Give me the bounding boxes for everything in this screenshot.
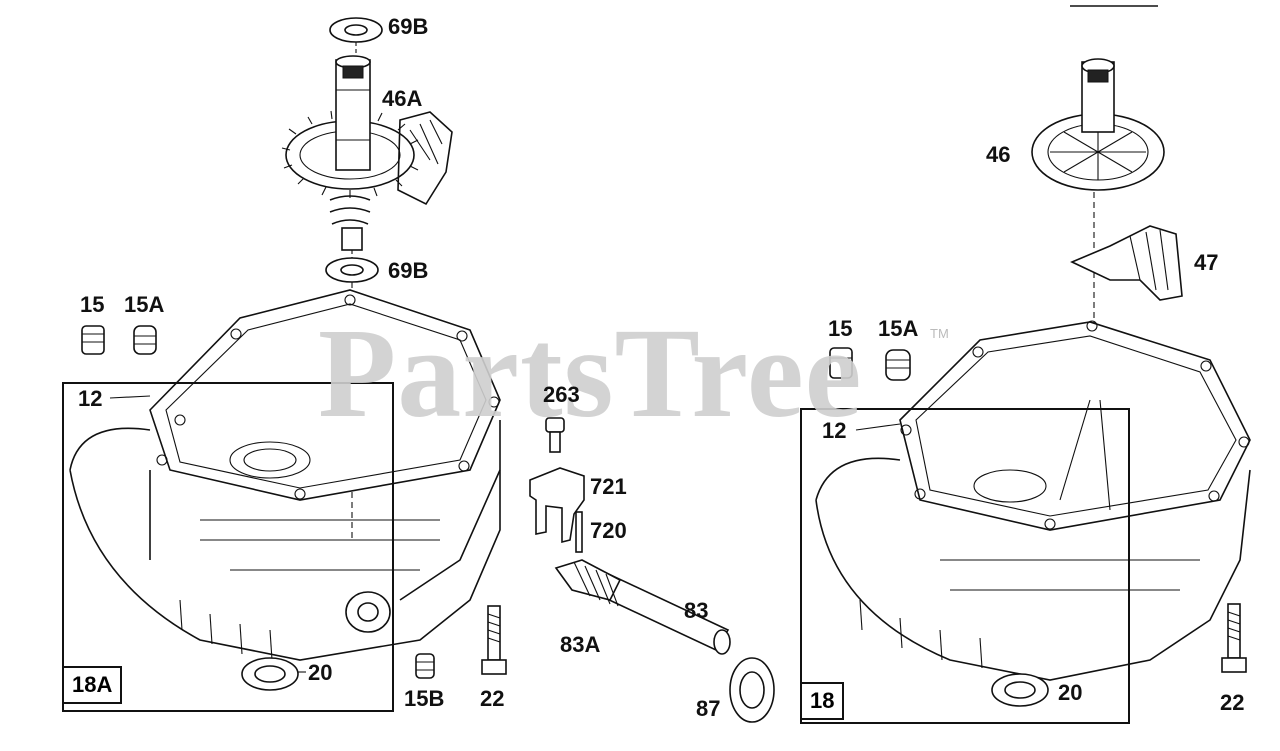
governor-47 — [1070, 225, 1183, 301]
box-label-18a: 18A — [62, 666, 123, 704]
plug-15-right — [829, 347, 853, 379]
bolt-22-left — [481, 605, 507, 675]
callout-20-right: 20 — [1058, 680, 1083, 705]
bolt-22-right — [1221, 603, 1247, 673]
plug-15a-left — [133, 325, 157, 355]
callout-46a: 46A — [382, 86, 423, 111]
callout-720: 720 — [590, 518, 627, 543]
crankcase-18 — [815, 320, 1251, 681]
cam-gear-46 — [1031, 58, 1165, 191]
callout-15a-left: 15A — [124, 292, 165, 317]
callout-721: 721 — [590, 474, 627, 499]
watermark-tm: TM — [930, 326, 949, 341]
callout-47: 47 — [1194, 250, 1219, 275]
screw-263 — [545, 417, 565, 453]
oil-seal-87 — [729, 657, 775, 723]
box-label-18: 18 — [800, 682, 845, 720]
shaft-83 — [554, 559, 731, 655]
callout-69b-top: 69B — [388, 14, 429, 39]
callout-15-right: 15 — [828, 316, 853, 341]
cam-gear-46a — [281, 55, 453, 251]
callout-15a-right: 15A — [878, 316, 919, 341]
callout-12-left: 12 — [78, 386, 103, 411]
plug-15b — [415, 653, 435, 679]
callout-20-left: 20 — [308, 660, 333, 685]
callout-87: 87 — [696, 696, 721, 721]
callout-15b: 15B — [404, 686, 445, 711]
callout-263: 263 — [543, 382, 580, 407]
callout-12-right: 12 — [822, 418, 847, 443]
plug-15-left — [81, 325, 105, 355]
plug-15a-right — [885, 349, 911, 381]
callout-46: 46 — [986, 142, 1011, 167]
callout-83a: 83A — [560, 632, 601, 657]
callout-15-left: 15 — [80, 292, 105, 317]
oil-seal-20-right — [991, 673, 1049, 707]
pin-720 — [575, 511, 583, 553]
group-box-18a — [62, 382, 394, 712]
crankcase-18a — [69, 289, 501, 661]
washer-69b-top — [329, 17, 383, 43]
oil-seal-20-left — [241, 657, 299, 691]
group-box-18 — [800, 408, 1130, 724]
callout-69b-lower: 69B — [388, 258, 429, 283]
callout-83: 83 — [684, 598, 709, 623]
washer-69b-lower — [325, 257, 379, 283]
callout-22-right: 22 — [1220, 690, 1245, 715]
watermark: PartsTree — [318, 302, 863, 444]
bracket-721 — [529, 467, 585, 544]
callout-22-left: 22 — [480, 686, 505, 711]
